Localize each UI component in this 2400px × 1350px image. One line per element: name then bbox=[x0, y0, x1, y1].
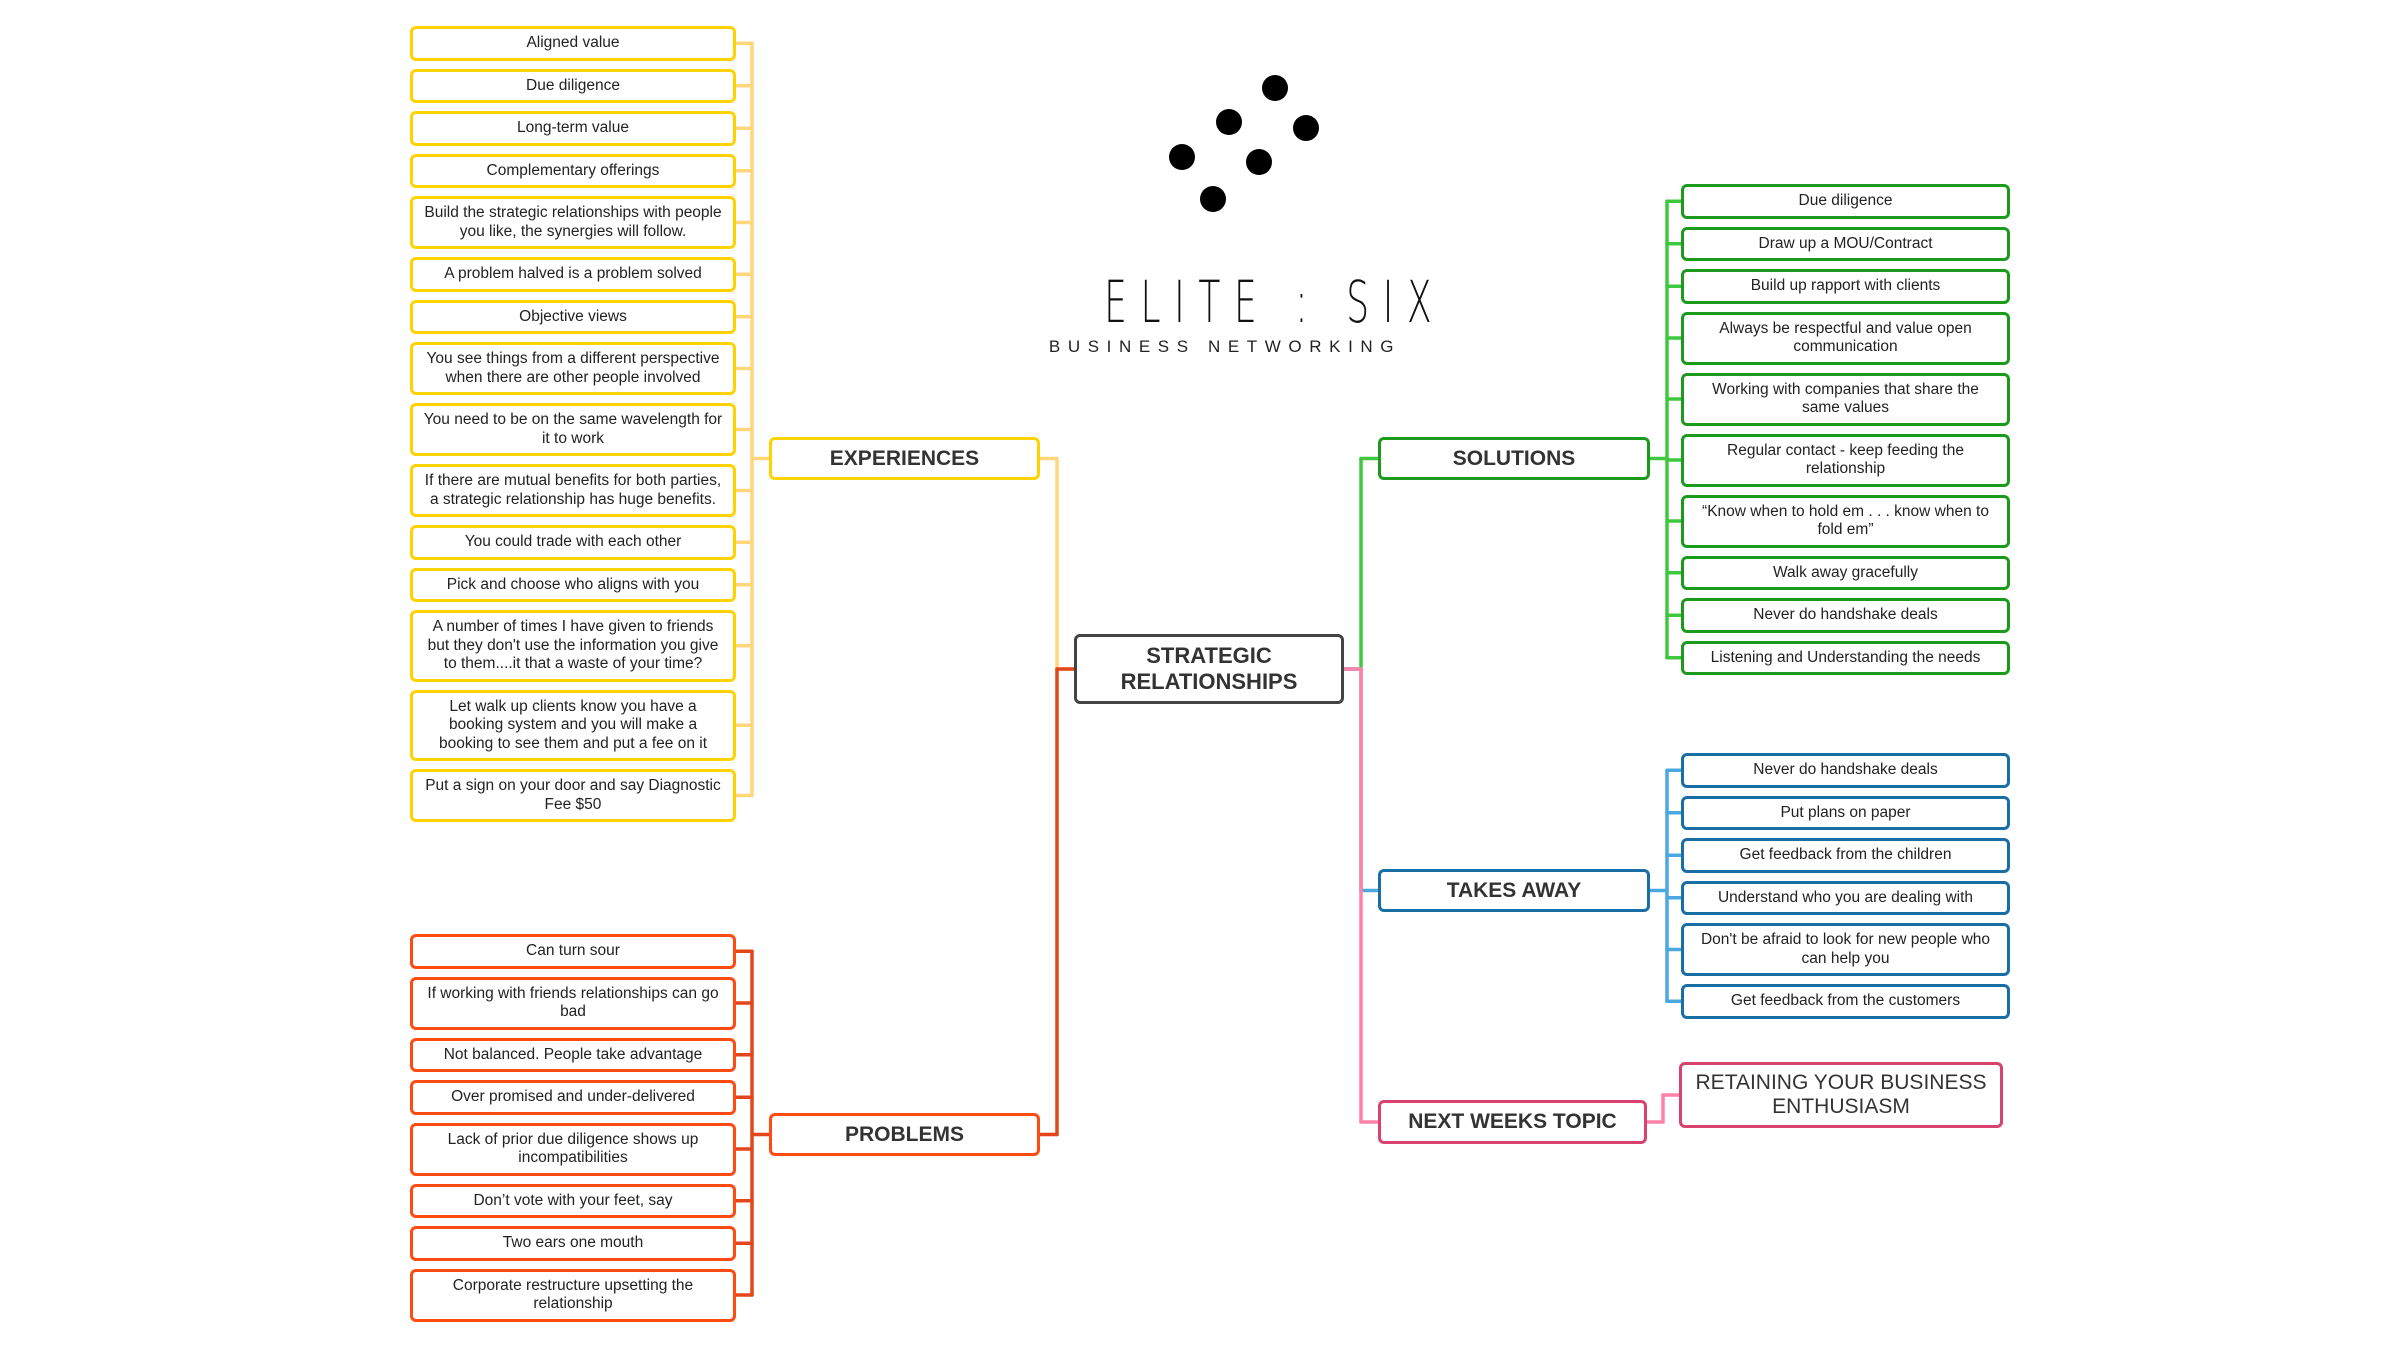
topic-item[interactable]: If there are mutual benefits for both pa… bbox=[410, 464, 736, 517]
logo-dot bbox=[1246, 149, 1272, 175]
topic-item[interactable]: Walk away gracefully bbox=[1681, 555, 2010, 590]
branch-label: SOLUTIONS bbox=[1452, 446, 1576, 470]
logo-dot bbox=[1262, 75, 1288, 101]
topic-item[interactable]: Don't be afraid to look for new people w… bbox=[1681, 923, 2010, 976]
topic-item[interactable]: Objective views bbox=[410, 299, 736, 334]
topic-item[interactable]: Complementary offerings bbox=[410, 153, 736, 188]
topic-item[interactable]: Corporate restructure upsetting the rela… bbox=[410, 1268, 736, 1322]
topic-item[interactable]: You see things from a different perspect… bbox=[410, 342, 736, 395]
brand-name: ELITE : SIX bbox=[1104, 268, 1446, 336]
branch-label: EXPERIENCES bbox=[829, 446, 980, 470]
logo-dot bbox=[1169, 144, 1195, 170]
logo-brand-text: ELITE : SIX bbox=[1104, 268, 1431, 336]
branch-label: TAKES AWAY bbox=[1446, 878, 1582, 902]
branch-label: PROBLEMS bbox=[844, 1122, 964, 1146]
topic-item[interactable]: Not balanced. People take advantage bbox=[410, 1037, 736, 1072]
branch-label: NEXT WEEKS TOPIC bbox=[1408, 1110, 1617, 1133]
topic-item[interactable]: You could trade with each other bbox=[410, 525, 736, 560]
topic-item[interactable]: Listening and Understanding the needs bbox=[1681, 640, 2010, 675]
topic-item[interactable]: Understand who you are dealing with bbox=[1681, 880, 2010, 915]
logo-dot bbox=[1293, 115, 1319, 141]
topic-item[interactable]: Don’t vote with your feet, say bbox=[410, 1183, 736, 1218]
branch-experiences[interactable]: EXPERIENCES bbox=[769, 437, 1040, 480]
topic-item[interactable]: You need to be on the same wavelength fo… bbox=[410, 403, 736, 456]
problems-list: Can turn sour If working with friends rel… bbox=[410, 934, 736, 1322]
central-topic[interactable]: STRATEGIC RELATIONSHIPS bbox=[1074, 634, 1344, 704]
topic-item[interactable]: Build up rapport with clients bbox=[1681, 269, 2010, 304]
next-weeks-topic-node[interactable]: RETAINING YOUR BUSINESS ENTHUSIASM bbox=[1679, 1062, 2003, 1128]
topic-item[interactable]: Put plans on paper bbox=[1681, 795, 2010, 830]
topic-item[interactable]: Draw up a MOU/Contract bbox=[1681, 226, 2010, 261]
topic-item[interactable]: Over promised and under-delivered bbox=[410, 1080, 736, 1115]
topic-item[interactable]: Aligned value bbox=[410, 26, 736, 61]
topic-item[interactable]: “Know when to hold em . . . know when to… bbox=[1681, 494, 2010, 548]
topic-item[interactable]: Let walk up clients know you have a book… bbox=[410, 689, 736, 761]
topic-item[interactable]: Working with companies that share the sa… bbox=[1681, 372, 2010, 426]
logo-dot bbox=[1200, 186, 1226, 212]
topic-item[interactable]: Due diligence bbox=[410, 68, 736, 103]
branch-solutions[interactable]: SOLUTIONS bbox=[1378, 437, 1650, 480]
topic-item[interactable]: If working with friends relationships ca… bbox=[410, 976, 736, 1030]
topic-item[interactable]: Long-term value bbox=[410, 111, 736, 146]
logo-dot bbox=[1216, 109, 1242, 135]
topic-item[interactable]: Lack of prior due diligence shows up inc… bbox=[410, 1122, 736, 1176]
topic-item[interactable]: Pick and choose who aligns with you bbox=[410, 567, 736, 602]
branch-next-weeks-topic[interactable]: NEXT WEEKS TOPIC bbox=[1378, 1100, 1647, 1144]
topic-item[interactable]: Regular contact - keep feeding the relat… bbox=[1681, 433, 2010, 487]
logo-tagline: BUSINESS NETWORKING bbox=[1048, 337, 1402, 356]
topic-item[interactable]: Can turn sour bbox=[410, 934, 736, 969]
topic-item[interactable]: A number of times I have given to friend… bbox=[410, 610, 736, 682]
topic-item[interactable]: A problem halved is a problem solved bbox=[410, 257, 736, 292]
branch-problems[interactable]: PROBLEMS bbox=[769, 1113, 1040, 1156]
branch-takes-away[interactable]: TAKES AWAY bbox=[1378, 869, 1650, 912]
topic-item[interactable]: Due diligence bbox=[1681, 184, 2010, 219]
topic-item[interactable]: Get feedback from the children bbox=[1681, 838, 2010, 873]
topic-item[interactable]: Get feedback from the customers bbox=[1681, 984, 2010, 1019]
topic-item[interactable]: Build the strategic relationships with p… bbox=[410, 196, 736, 249]
topic-item[interactable]: Never do handshake deals bbox=[1681, 598, 2010, 633]
elite-six-logo bbox=[1000, 60, 1450, 380]
topic-item[interactable]: Put a sign on your door and say Diagnost… bbox=[410, 769, 736, 822]
topic-item[interactable]: Never do handshake deals bbox=[1681, 753, 2010, 788]
central-topic-label: STRATEGIC RELATIONSHIPS bbox=[1120, 643, 1298, 694]
topic-item[interactable]: Two ears one mouth bbox=[410, 1226, 736, 1261]
topic-item[interactable]: Always be respectful and value open comm… bbox=[1681, 311, 2010, 365]
topic-label: RETAINING YOUR BUSINESS ENTHUSIASM bbox=[1695, 1071, 1987, 1118]
